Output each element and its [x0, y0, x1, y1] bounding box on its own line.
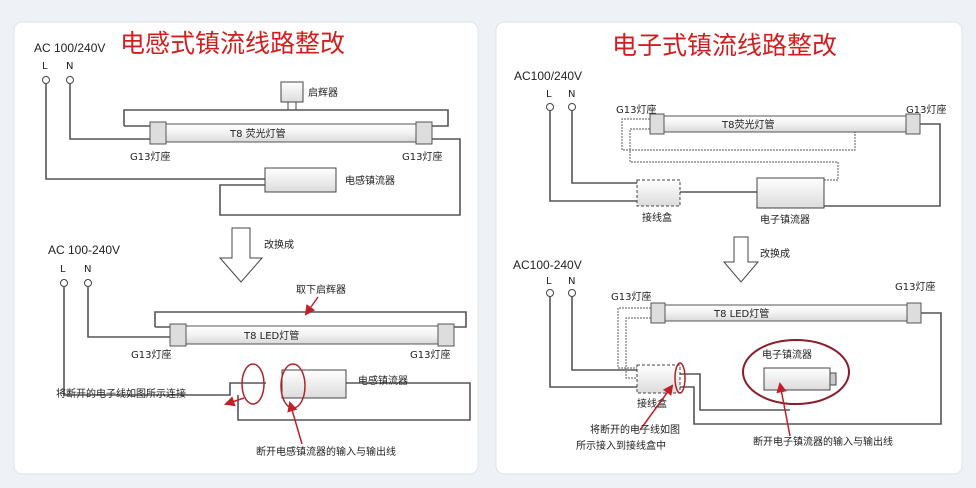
left-terminal-n-bottom [84, 279, 92, 287]
right-wire-tube-left [617, 307, 651, 369]
left-wire-starter [123, 109, 449, 127]
led-tube-left-label: T8 LED灯管 [243, 329, 299, 342]
left-title: 电感式镇流线路整改 [120, 29, 345, 58]
left-wire-bypass [154, 311, 467, 328]
right-wire-n-top [571, 111, 637, 184]
right-n-label-bottom: N [568, 276, 575, 287]
left-n-label-top: N [66, 61, 73, 72]
left-terminal-l-bottom [60, 279, 68, 287]
right-title: 电子式镇流线路整改 [612, 31, 837, 60]
right-change-arrow [722, 236, 760, 283]
right-n-label-top: N [568, 89, 575, 100]
right-panel-card [495, 21, 963, 475]
ballast-bottom-label: 电感镇流器 [358, 374, 408, 387]
right-disconnect-pointer [776, 381, 791, 437]
right-note-disconnect: 断开电子镇流器的输入与输出线 [753, 435, 893, 448]
left-ac-label-bottom: AC 100-240V [48, 243, 120, 257]
remove-starter-label: 取下启辉器 [296, 283, 346, 296]
junction-box-top [636, 179, 681, 207]
g13-right-bottom-label: G13灯座 [410, 348, 450, 361]
note-disconnect: 断开电感镇流器的输入与输出线 [256, 445, 396, 458]
connect-pointer [224, 396, 245, 407]
disconnect-pointer [287, 400, 303, 445]
left-l-label-top: L [42, 61, 48, 72]
right-wire-ballast-disc [680, 373, 790, 411]
g13-right-top-label: G13灯座 [402, 150, 442, 163]
fluorescent-tube-right [649, 113, 921, 135]
junction-top-label: 接线盒 [642, 211, 672, 224]
left-l-label-bottom: L [60, 264, 66, 275]
electronic-ballast-bottom [763, 367, 837, 391]
led-tube-left [169, 323, 455, 347]
inductive-ballast-bottom [281, 369, 347, 399]
remove-starter-pointer [304, 296, 319, 316]
right-l-label-bottom: L [546, 276, 552, 287]
right-note-connect-1: 将断开的电子线如图 [590, 423, 680, 436]
left-wire-n-bottom [87, 287, 172, 338]
junction-box-bottom [636, 364, 681, 394]
left-ac-label-top: AC 100/240V [34, 41, 105, 55]
right-wire-tube-left-2 [625, 317, 651, 379]
left-terminal-l-top [42, 76, 50, 84]
right-panel: 电子式镇流线路整改 AC100/240V L N T8荧光灯管 G13灯座 G1… [495, 21, 963, 475]
right-terminal-n-bottom [568, 289, 576, 297]
right-terminal-n-top [568, 103, 576, 111]
right-g13-right-top-label: G13灯座 [906, 103, 946, 116]
left-change-arrow [218, 227, 264, 283]
right-wire-l-top [549, 111, 637, 202]
ballast-top-label: 电感镇流器 [345, 174, 395, 187]
left-highlight-circle-1 [241, 363, 265, 405]
junction-bottom-label: 接线盒 [637, 397, 667, 410]
right-led-tube-label: T8 LED灯管 [713, 307, 769, 320]
tube-top-label: T8 荧光灯管 [229, 127, 286, 140]
right-terminal-l-top [546, 103, 554, 111]
right-wire-l-bottom [549, 297, 637, 388]
right-wire-tube-right [680, 312, 942, 425]
right-terminal-l-bottom [546, 289, 554, 297]
right-g13-left-bottom-label: G13灯座 [611, 290, 651, 303]
electronic-ballast-top [756, 177, 825, 209]
right-tube-top-label: T8荧光灯管 [721, 118, 774, 131]
right-change-label: 改换成 [760, 247, 790, 260]
right-ac-label-top: AC100/240V [514, 69, 582, 83]
g13-left-top-label: G13灯座 [130, 150, 170, 163]
left-wire-return [237, 382, 471, 421]
fluorescent-tube-top [149, 121, 433, 145]
left-wire-ballast [219, 138, 461, 216]
right-connect-pointer [639, 384, 674, 431]
g13-left-bottom-label: G13灯座 [131, 348, 171, 361]
left-panel: 电感式镇流线路整改 AC 100/240V L N 启辉器 T8 荧光灯管 G1… [13, 21, 479, 475]
right-g13-left-top-label: G13灯座 [616, 103, 656, 116]
junction-highlight-circle [674, 362, 686, 394]
starter-label: 启辉器 [308, 86, 338, 99]
right-wire-n-bottom [571, 297, 637, 371]
inductive-ballast-top [264, 167, 337, 193]
right-ac-label-bottom: AC100-240V [513, 258, 582, 272]
led-tube-right [650, 302, 922, 324]
left-wire-l-top [45, 84, 265, 180]
right-wire-loop-2 [629, 128, 839, 181]
right-note-connect-2: 所示接入到接线盒中 [576, 439, 666, 452]
right-wire-loop-3 [824, 123, 941, 207]
left-wire-n-top [69, 84, 150, 140]
ballast-highlight-circle [742, 339, 850, 405]
left-n-label-bottom: N [84, 264, 91, 275]
ballast-circle-label: 电子镇流器 [762, 348, 812, 361]
note-connect: 将断开的电子线如图所示连接 [56, 387, 186, 400]
electronic-ballast-label: 电子镇流器 [760, 213, 810, 226]
left-terminal-n-top [66, 76, 74, 84]
left-change-label: 改换成 [264, 238, 294, 251]
starter [280, 81, 304, 110]
right-l-label-top: L [546, 89, 552, 100]
right-g13-right-bottom-label: G13灯座 [895, 280, 935, 293]
